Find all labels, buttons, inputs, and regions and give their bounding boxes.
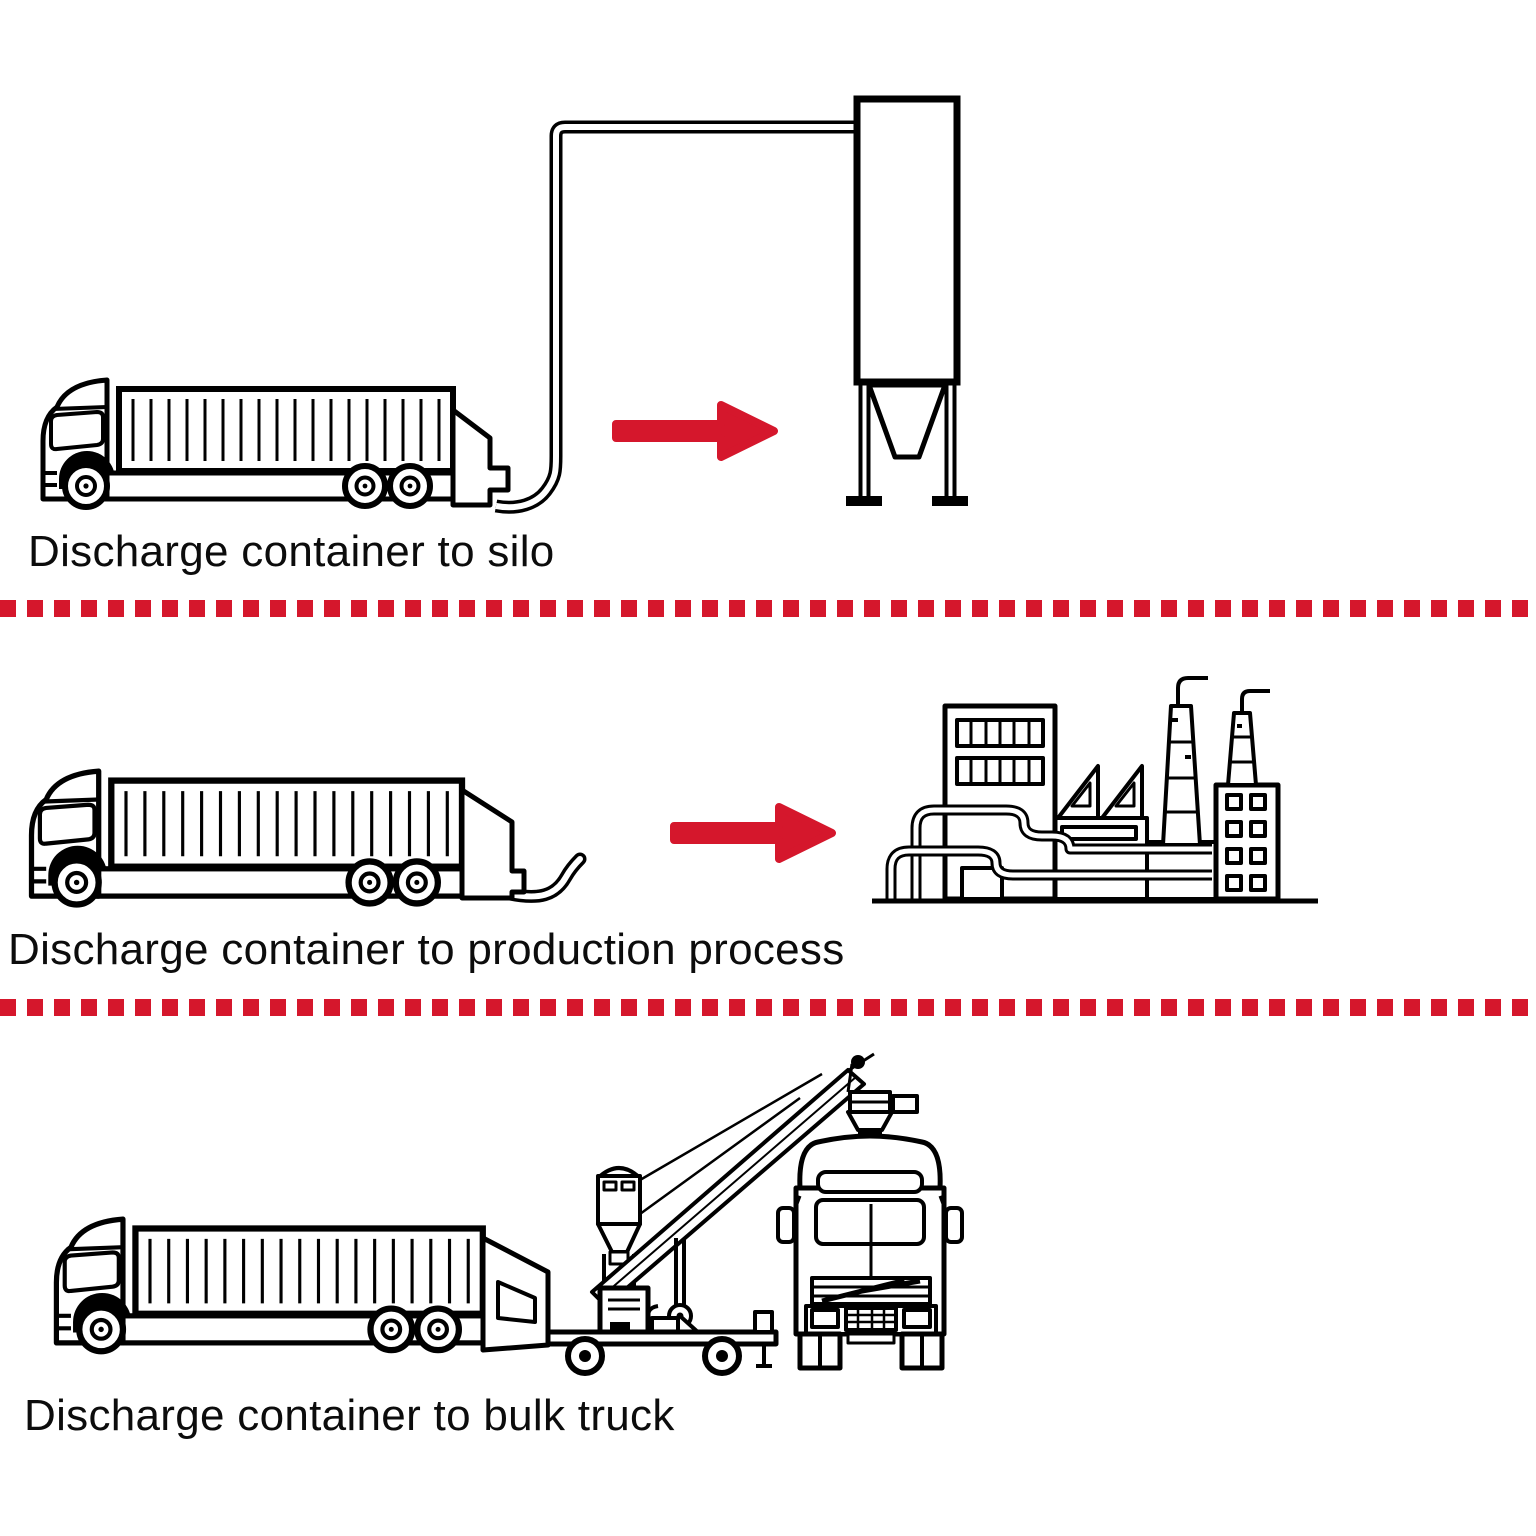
pipes bbox=[885, 804, 1212, 899]
window-strip bbox=[955, 718, 1045, 786]
row-discharge-to-silo-illustration bbox=[0, 95, 968, 514]
container-truck-side-icon bbox=[41, 380, 511, 508]
red-arrow-icon bbox=[616, 405, 774, 457]
bulk-truck-front-icon bbox=[776, 1133, 964, 1371]
caption-discharge-to-bulk-truck: Discharge container to bulk truck bbox=[24, 1391, 675, 1440]
caption-discharge-to-silo: Discharge container to silo bbox=[28, 527, 555, 576]
loading-spout-icon bbox=[845, 1052, 919, 1137]
headlight bbox=[902, 1308, 932, 1329]
factory-icon bbox=[872, 676, 1318, 904]
truck-rear-discharge-unit bbox=[450, 407, 511, 508]
chimney-icon bbox=[1226, 689, 1270, 787]
headlight bbox=[810, 1308, 840, 1329]
truck-rear-discharge-unit bbox=[459, 787, 527, 901]
filter-unit bbox=[596, 1166, 642, 1332]
silo-icon bbox=[846, 95, 968, 506]
container-truck-side-icon bbox=[29, 771, 587, 904]
pump bbox=[646, 1304, 659, 1325]
mobile-conveyor-icon bbox=[545, 1068, 866, 1376]
row-discharge-to-bulk-truck-illustration bbox=[0, 1052, 964, 1376]
chimney-icon bbox=[1161, 676, 1208, 847]
container-truck-side-icon bbox=[54, 1219, 551, 1351]
top-window bbox=[816, 1170, 924, 1194]
row-discharge-to-production-illustration bbox=[0, 676, 1318, 1000]
dashed-divider bbox=[0, 999, 1536, 1016]
discharge-hose bbox=[498, 852, 587, 903]
red-arrow-icon bbox=[674, 807, 832, 859]
pipe-connector bbox=[494, 120, 860, 514]
hitch bbox=[753, 1310, 774, 1334]
caption-discharge-to-production: Discharge container to production proces… bbox=[8, 925, 845, 974]
dashed-divider bbox=[0, 600, 1536, 617]
